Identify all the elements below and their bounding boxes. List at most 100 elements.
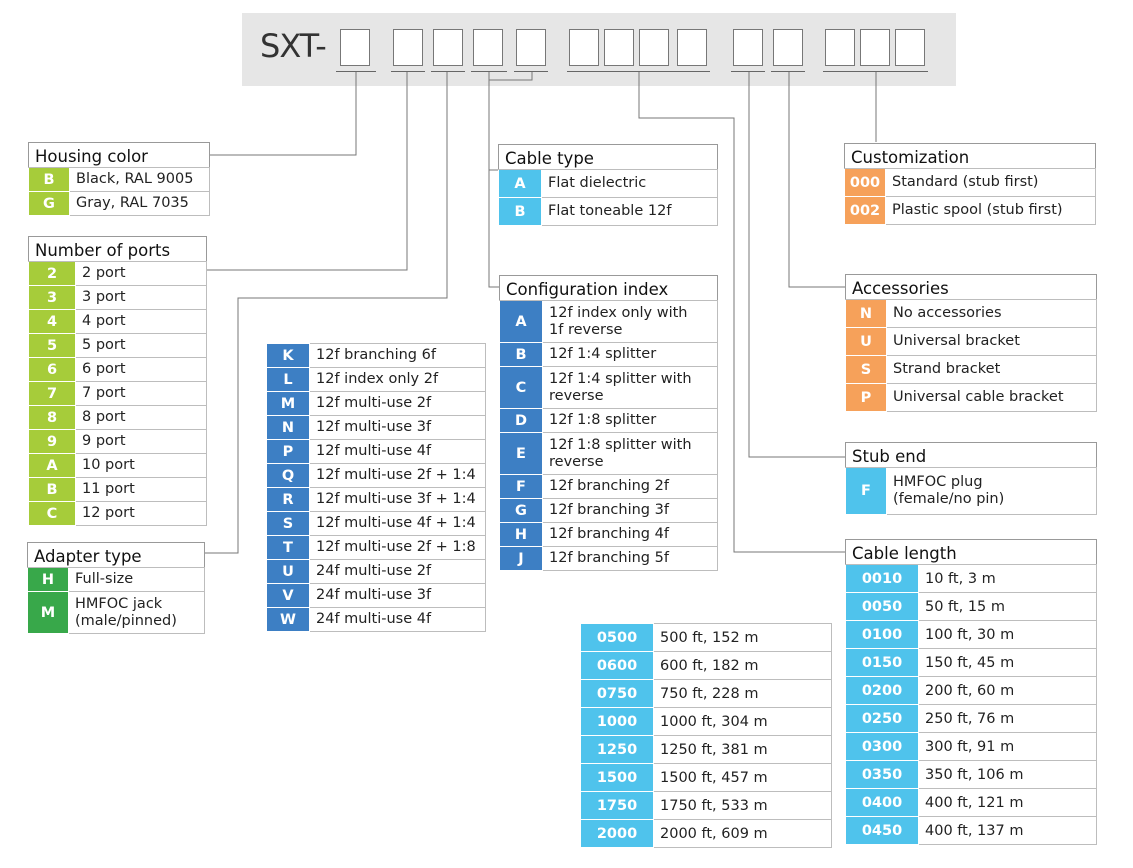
option-code: H: [499, 522, 543, 547]
option-code: 6: [28, 357, 76, 382]
option-label: 150 ft, 45 m: [918, 648, 1097, 677]
option-label: 5 port: [75, 333, 207, 358]
slot-length-3: [639, 29, 669, 66]
option-code: 0250: [845, 704, 919, 733]
option-code: C: [28, 501, 76, 526]
option-code: 0010: [845, 564, 919, 593]
connector-ports: [207, 72, 408, 271]
underline-housing: [336, 71, 376, 72]
underline-config: [514, 71, 548, 72]
option-code: B: [498, 197, 542, 226]
underline-accessories: [771, 71, 805, 72]
option-code: L: [266, 367, 310, 392]
option-label: Flat toneable 12f: [541, 197, 718, 226]
slot-stub-end: [733, 29, 763, 66]
option-code: G: [499, 498, 543, 523]
stub-end-title: Stub end: [845, 442, 1097, 468]
option-label: 3 port: [75, 285, 207, 310]
option-code: W: [266, 607, 310, 632]
option-label: 12f branching 2f: [542, 474, 718, 499]
option-label: Standard (stub first): [885, 168, 1096, 197]
option-code: E: [499, 432, 543, 475]
option-label: 200 ft, 60 m: [918, 676, 1097, 705]
option-label: 12f 1:4 splitter with reverse: [542, 366, 718, 409]
option-label: 12f multi-use 4f: [309, 439, 486, 464]
option-code: 0400: [845, 788, 919, 817]
option-code: R: [266, 487, 310, 512]
underline-ports: [391, 71, 425, 72]
option-code: Q: [266, 463, 310, 488]
option-label: Flat dielectric: [541, 169, 718, 198]
connector-stub-end: [748, 72, 845, 458]
option-label: 500 ft, 152 m: [653, 623, 832, 652]
option-code: V: [266, 583, 310, 608]
option-label: 7 port: [75, 381, 207, 406]
option-code: 0050: [845, 592, 919, 621]
option-label: 12f branching 4f: [542, 522, 718, 547]
option-code: A: [499, 300, 543, 343]
option-code: 0450: [845, 816, 919, 845]
customization-title: Customization: [844, 143, 1096, 169]
option-label: 12f multi-use 2f + 1:4: [309, 463, 486, 488]
option-code: B: [28, 167, 70, 192]
adapter-type-title: Adapter type: [27, 542, 205, 568]
option-label: 24f multi-use 2f: [309, 559, 486, 584]
option-code: 0600: [580, 651, 654, 680]
option-code: D: [499, 408, 543, 433]
option-code: S: [845, 355, 887, 384]
option-label: 12f 1:8 splitter with reverse: [542, 432, 718, 475]
option-label: 1500 ft, 457 m: [653, 763, 832, 792]
option-code: 0200: [845, 676, 919, 705]
underline-stub: [731, 71, 765, 72]
slot-accessories: [773, 29, 803, 66]
option-code: B: [499, 342, 543, 367]
option-label: 2 port: [75, 261, 207, 286]
connector-adapter: [205, 72, 448, 554]
option-code: 4: [28, 309, 76, 334]
option-label: Strand bracket: [886, 355, 1097, 384]
option-code: U: [266, 559, 310, 584]
connector-housing: [210, 72, 357, 156]
option-code: P: [266, 439, 310, 464]
housing-color-title: Housing color: [28, 142, 210, 168]
underline-custom: [823, 71, 928, 72]
option-label: 100 ft, 30 m: [918, 620, 1097, 649]
slot-config-index: [516, 29, 546, 66]
option-label: 250 ft, 76 m: [918, 704, 1097, 733]
option-label: HMFOC plug (female/no pin): [886, 467, 1097, 515]
option-label: 12f multi-use 2f + 1:8: [309, 535, 486, 560]
option-code: C: [499, 366, 543, 409]
option-label: 24f multi-use 4f: [309, 607, 486, 632]
option-label: 9 port: [75, 429, 207, 454]
option-label: No accessories: [886, 299, 1097, 328]
